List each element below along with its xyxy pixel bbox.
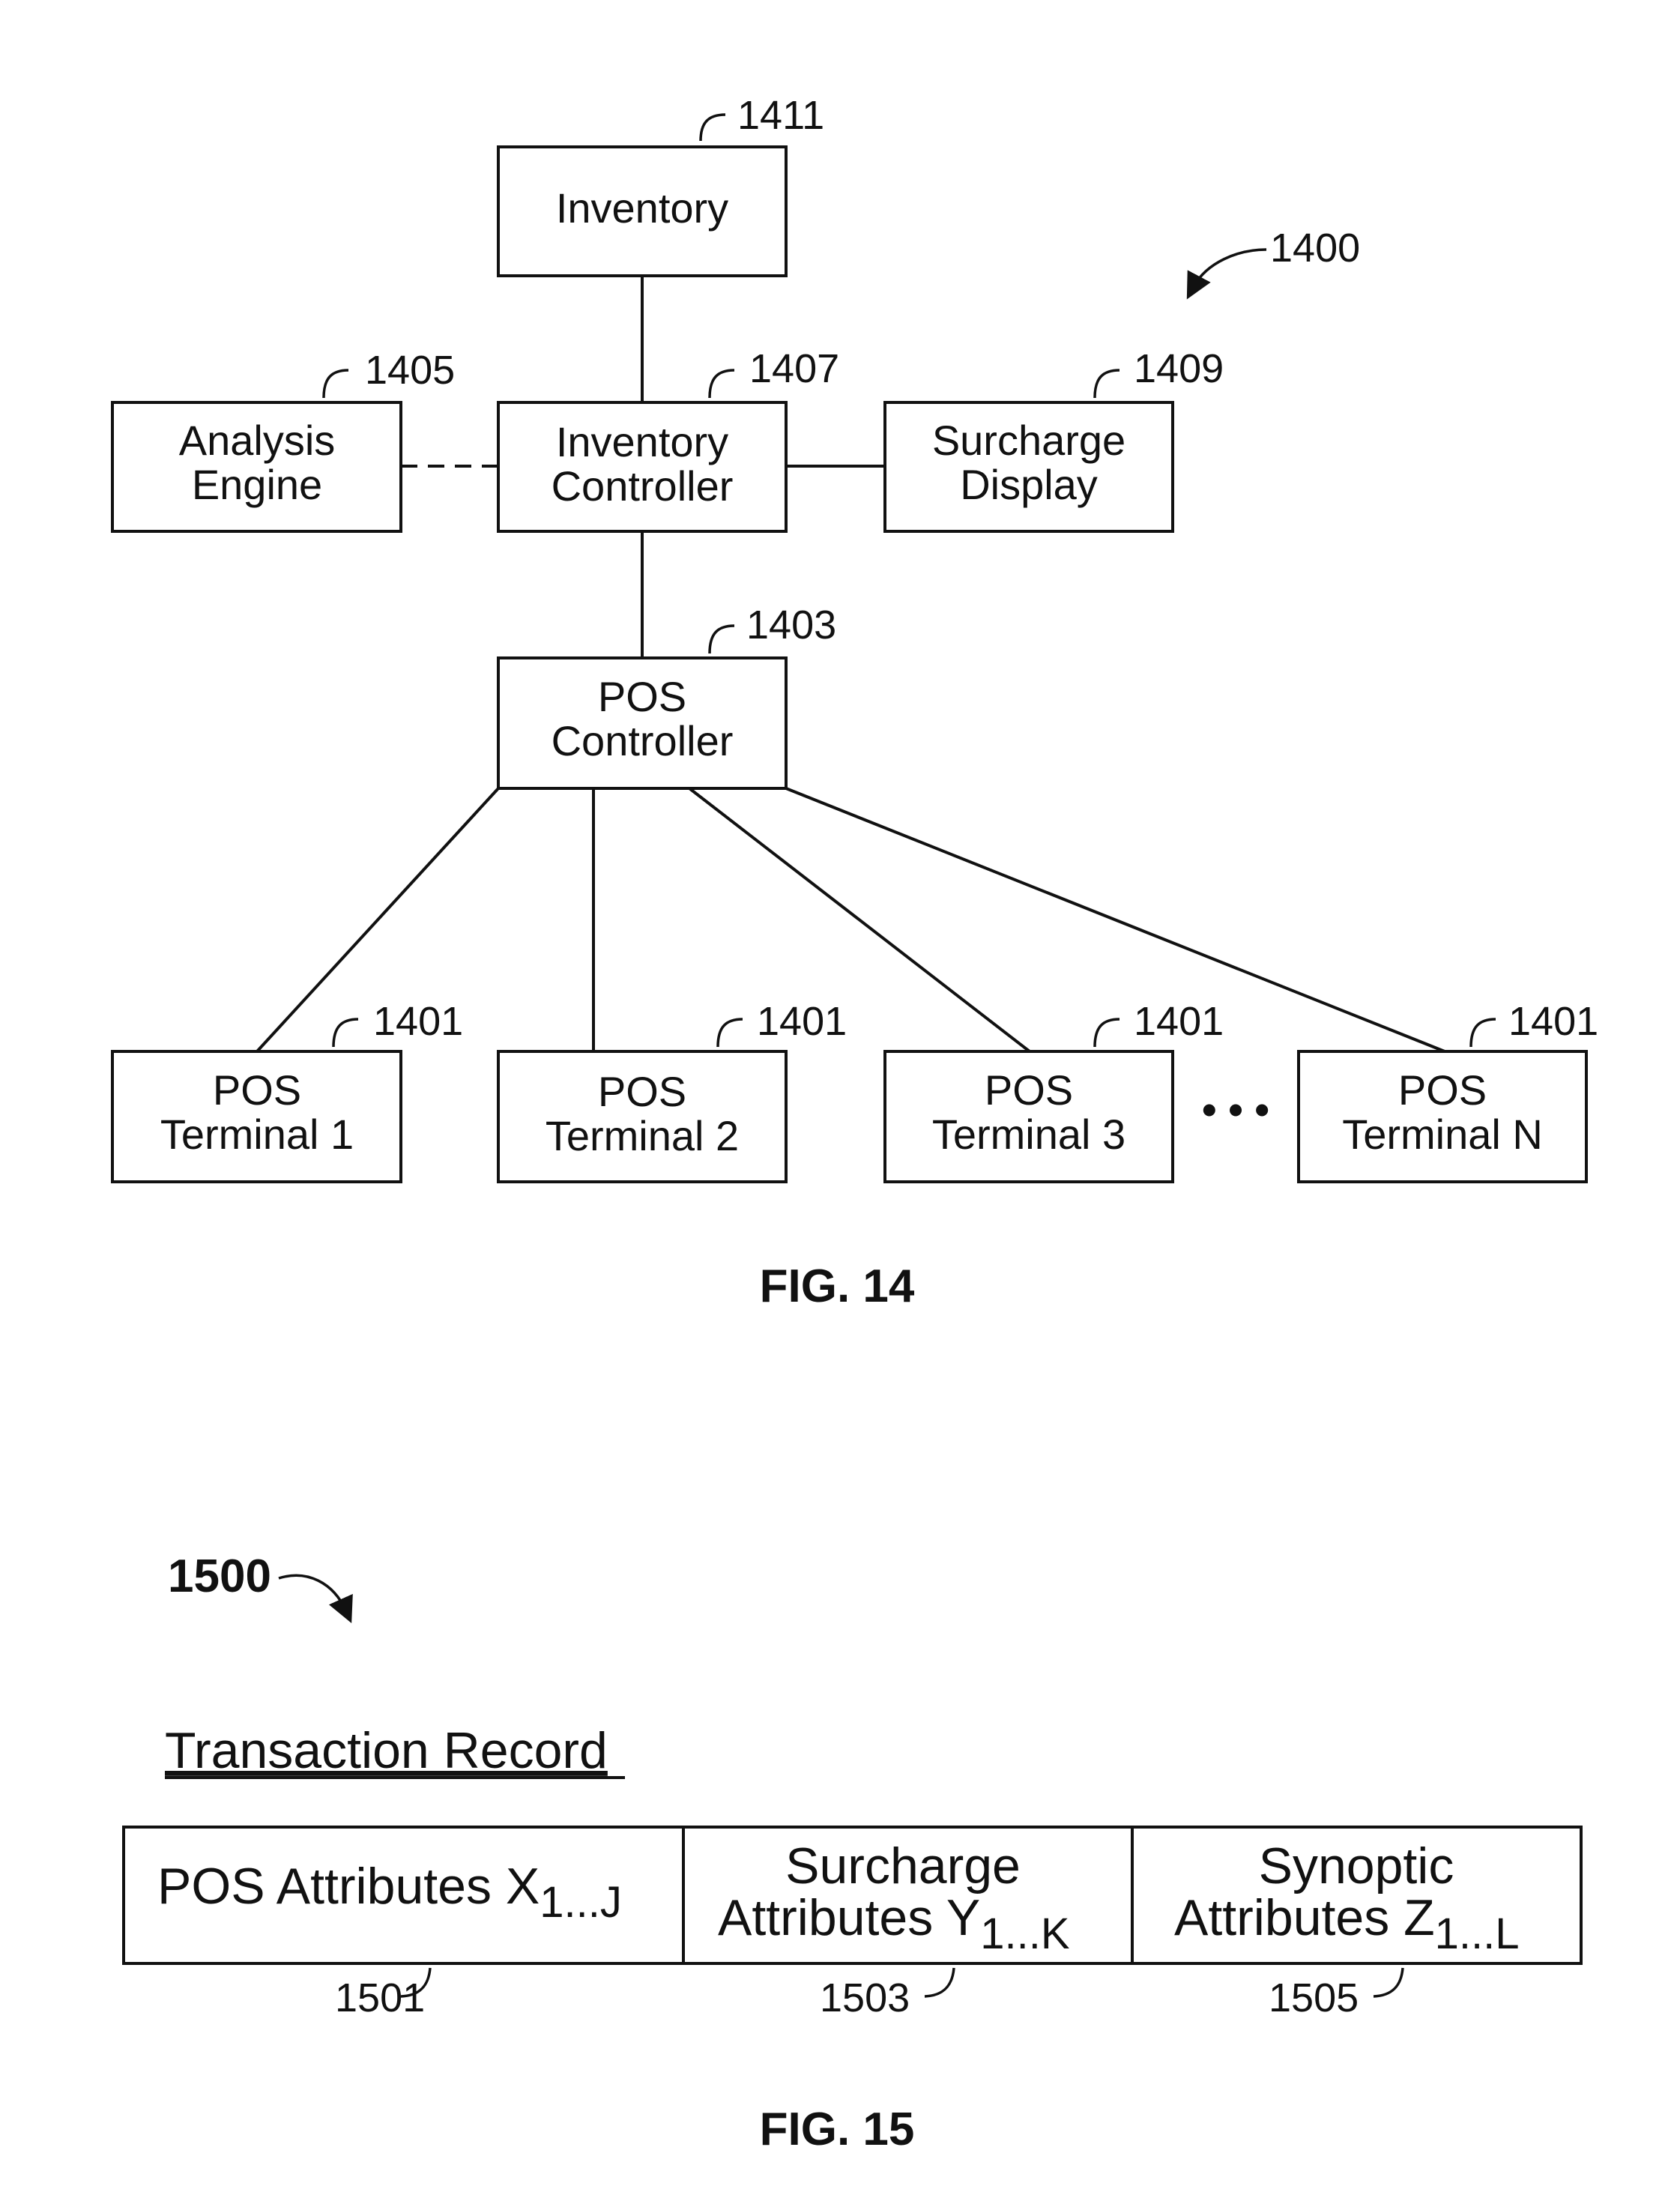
ref-1403: 1403 [746, 603, 836, 647]
pos-terminal-1-line2: Terminal 1 [160, 1111, 354, 1158]
ref-1401-terminal-n: 1401 [1508, 999, 1598, 1044]
terminals-ellipsis: • • • [1202, 1086, 1269, 1133]
surcharge-attributes-line1: Surcharge [785, 1838, 1021, 1894]
ref-1400: 1400 [1270, 226, 1360, 271]
pos-controller-line2: Controller [552, 717, 734, 764]
link-pos-terminal-n [786, 788, 1445, 1051]
system-ref: 1400 [1193, 226, 1360, 288]
ref-1500-arrow [279, 1575, 346, 1611]
fig14-caption: FIG. 14 [760, 1260, 915, 1312]
ref-1505: 1505 [1269, 1975, 1359, 2020]
pos-controller-line1: POS [598, 673, 686, 720]
synoptic-attributes-main: Attributes Z [1174, 1889, 1435, 1946]
ref-1503: 1503 [820, 1975, 910, 2020]
pos-terminal-2-line1: POS [598, 1068, 686, 1115]
transaction-record-title: Transaction Record [165, 1722, 608, 1779]
pos-terminal-2-line2: Terminal 2 [546, 1112, 739, 1159]
pos-terminal-1-line1: POS [213, 1066, 301, 1114]
pos-terminal-3-line1: POS [985, 1066, 1073, 1114]
inventory-controller-line1: Inventory [556, 418, 728, 465]
pos-terminal-n-node: POS Terminal N 1401 [1299, 999, 1598, 1182]
pos-attributes-main: POS Attributes X [157, 1858, 540, 1915]
surcharge-display-line2: Display [960, 461, 1098, 508]
pos-controller-node: POS Controller 1403 [498, 603, 836, 788]
surcharge-display-node: Surcharge Display 1409 [885, 346, 1224, 531]
ref-1401-terminal-1: 1401 [373, 999, 463, 1044]
analysis-engine-line1: Analysis [179, 417, 336, 464]
ref-1401-terminal-2: 1401 [757, 999, 847, 1044]
pos-attributes-subscript: 1...J [540, 1878, 622, 1927]
fig15-caption: FIG. 15 [760, 2104, 915, 2155]
surcharge-attributes-main: Attributes Y [718, 1889, 980, 1946]
pos-terminal-1-node: POS Terminal 1 1401 [112, 999, 463, 1182]
ref-1411: 1411 [737, 93, 824, 138]
pos-terminal-2-node: POS Terminal 2 1401 [498, 999, 847, 1182]
pos-terminal-n-line1: POS [1398, 1066, 1487, 1114]
analysis-engine-line2: Engine [192, 461, 322, 508]
pos-terminal-3-line2: Terminal 3 [932, 1111, 1125, 1158]
pos-terminal-n-line2: Terminal N [1342, 1111, 1543, 1158]
ref-1409: 1409 [1134, 346, 1224, 391]
synoptic-attributes-line1: Synoptic [1259, 1838, 1454, 1894]
fig14-diagram: Inventory 1411 1400 Analysis Engine 1405… [112, 93, 1598, 1312]
synoptic-attributes-subscript: 1...L [1435, 1909, 1520, 1958]
fig15-diagram: 1500 Transaction Record POS Attributes X… [124, 1551, 1581, 2155]
pos-terminal-3-node: POS Terminal 3 1401 [885, 999, 1224, 1182]
inventory-controller-node: Inventory Controller 1407 [498, 346, 839, 531]
link-pos-terminal-3 [689, 788, 1030, 1051]
surcharge-display-line1: Surcharge [932, 417, 1125, 464]
inventory-controller-line2: Controller [552, 462, 734, 510]
ref-1501: 1501 [335, 1975, 425, 2020]
inventory-label: Inventory [556, 184, 728, 232]
analysis-engine-node: Analysis Engine 1405 [112, 348, 455, 531]
inventory-node: Inventory 1411 [498, 93, 824, 276]
ref-1401-terminal-3: 1401 [1134, 999, 1224, 1044]
ref-1500: 1500 [168, 1551, 271, 1602]
surcharge-attributes-subscript: 1...K [980, 1909, 1070, 1958]
ref-1407: 1407 [749, 346, 839, 391]
ref-1405: 1405 [365, 348, 455, 393]
